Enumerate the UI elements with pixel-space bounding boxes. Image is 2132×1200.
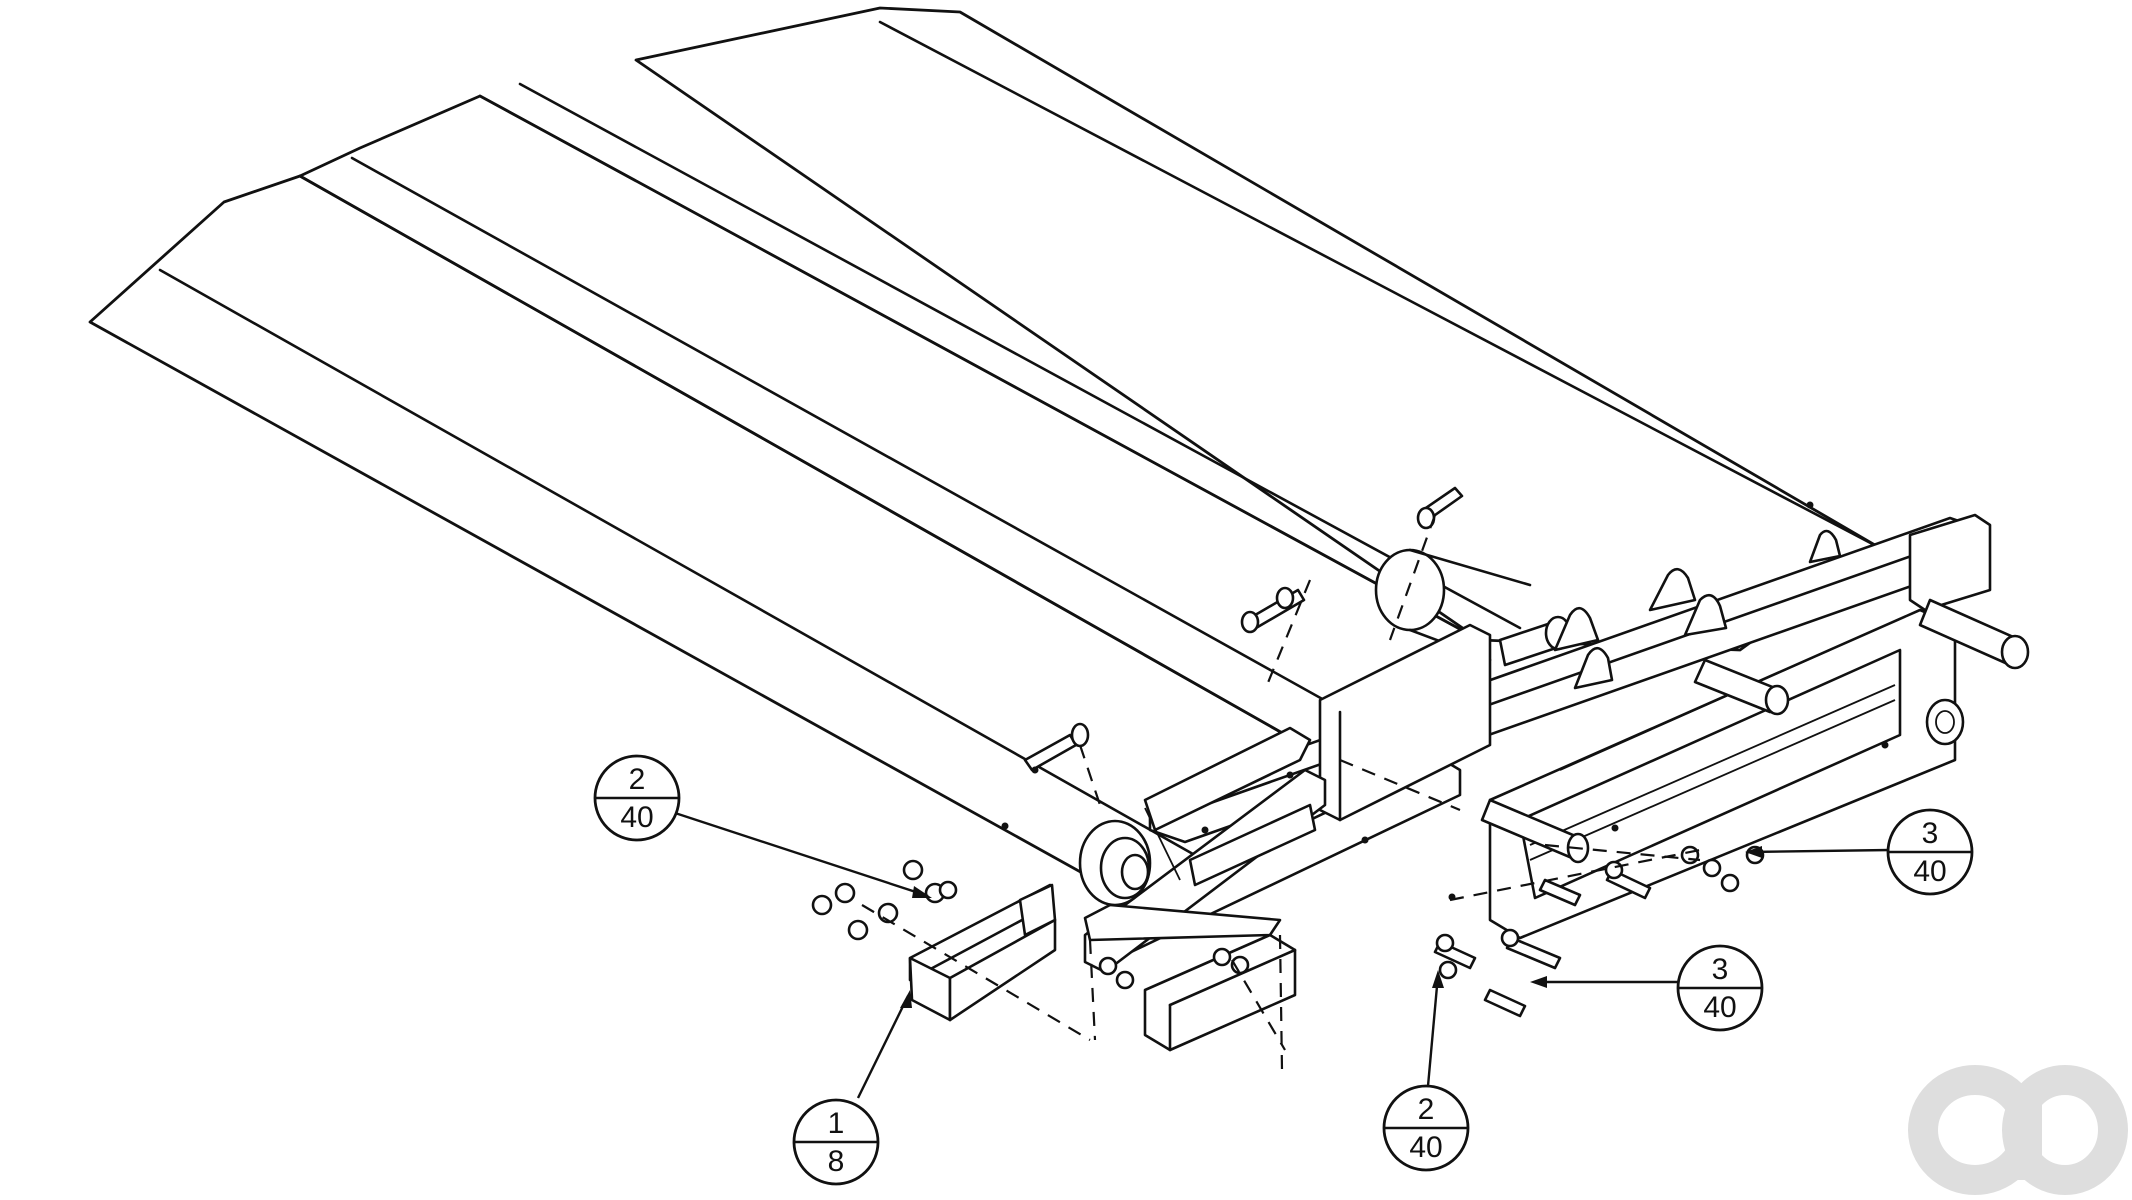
assembly-line-10 xyxy=(1544,843,1701,862)
leader-callout-2 xyxy=(856,995,910,1099)
callout-2-top: 1 xyxy=(828,1107,845,1140)
bracket-right xyxy=(1143,933,1297,1052)
rear-box-slot-3 xyxy=(1559,649,1831,771)
panel-seam-1 xyxy=(298,174,1332,762)
panel-seam-1b xyxy=(350,156,1362,722)
shaft-right-end xyxy=(2000,634,2030,670)
upright-post-rear xyxy=(1908,513,1992,612)
leader-callout-1 xyxy=(671,810,929,898)
lower-tie-plate xyxy=(1083,903,1282,942)
fasteners xyxy=(811,486,1889,1018)
frame-round-boss-bore xyxy=(1935,710,1955,734)
bracket-left-plate xyxy=(948,918,1057,1022)
callout-bubble-3: 2 40 xyxy=(1382,1084,1470,1172)
assembly-line-5 xyxy=(1263,579,1312,691)
mounting-lug-2 xyxy=(1573,646,1614,690)
assembly-line-3 xyxy=(1231,959,1286,1051)
callout-5-bottom: 40 xyxy=(1703,991,1736,1024)
bracket-right-edge xyxy=(1168,948,1297,1007)
mounting-lug-4 xyxy=(1683,593,1728,637)
front-arm-plate-lower xyxy=(1188,803,1317,887)
logo-watermark-icon xyxy=(1908,1065,2128,1195)
callout-3-bottom: 40 xyxy=(1409,1131,1442,1164)
panel-seam-2 xyxy=(478,94,1482,642)
arm-web-line xyxy=(1144,807,1181,881)
bolt-top-a xyxy=(1416,486,1464,530)
callout-4-top: 3 xyxy=(1922,817,1939,850)
callout-bubble-5: 3 40 xyxy=(1676,944,1764,1032)
callout-bubble-4: 3 40 xyxy=(1886,808,1974,896)
nut-group-left xyxy=(811,859,1250,990)
callout-2-bottom: 8 xyxy=(828,1145,845,1178)
panel-fold-line-3 xyxy=(878,20,1882,550)
bolt-mid xyxy=(1023,722,1090,772)
drum-top-edge xyxy=(1408,548,1532,587)
callout-bubble-2: 1 8 xyxy=(792,1098,880,1186)
assembly-line-6 xyxy=(1078,744,1102,806)
leader-callout-4 xyxy=(1747,848,1891,854)
bracket-left-front xyxy=(908,956,952,1022)
pulley-hub xyxy=(1120,853,1150,891)
mounting-lug-1 xyxy=(1553,606,1600,652)
assembly-lines xyxy=(861,514,1701,1071)
mounting-lug-5 xyxy=(1808,529,1842,564)
rear-box-slot-2 xyxy=(1529,699,1896,861)
callout-3-top: 2 xyxy=(1418,1093,1435,1126)
assembly-line-1 xyxy=(861,904,1091,1041)
drum-end-cap xyxy=(1374,548,1446,632)
bracket-right-face xyxy=(1143,933,1297,1052)
leader-callout-3 xyxy=(1426,974,1440,1087)
callout-1-top: 2 xyxy=(629,763,646,796)
mounting-lug-3 xyxy=(1648,567,1697,612)
panel-fold-line-2 xyxy=(518,82,1522,630)
rear-box-slot-1 xyxy=(1529,684,1896,846)
main-frame xyxy=(1088,513,2030,964)
front-arm xyxy=(1078,726,1327,974)
shaft-middle-end xyxy=(1764,684,1790,716)
frame-round-boss xyxy=(1925,698,1965,746)
callout-5-top: 3 xyxy=(1712,953,1729,986)
callout-4-bottom: 40 xyxy=(1913,855,1946,888)
leaders xyxy=(671,810,1891,1099)
bolt-top-b xyxy=(1240,586,1306,634)
assembly-line-9 xyxy=(1449,848,1701,902)
callout-1-bottom: 40 xyxy=(620,801,653,834)
bracket-left xyxy=(908,883,1057,1022)
assembly-line-2 xyxy=(1088,939,1097,1041)
deck-panels xyxy=(88,6,1882,907)
callout-bubble-1: 2 40 xyxy=(593,754,681,842)
assembly-line-8 xyxy=(1339,758,1461,812)
